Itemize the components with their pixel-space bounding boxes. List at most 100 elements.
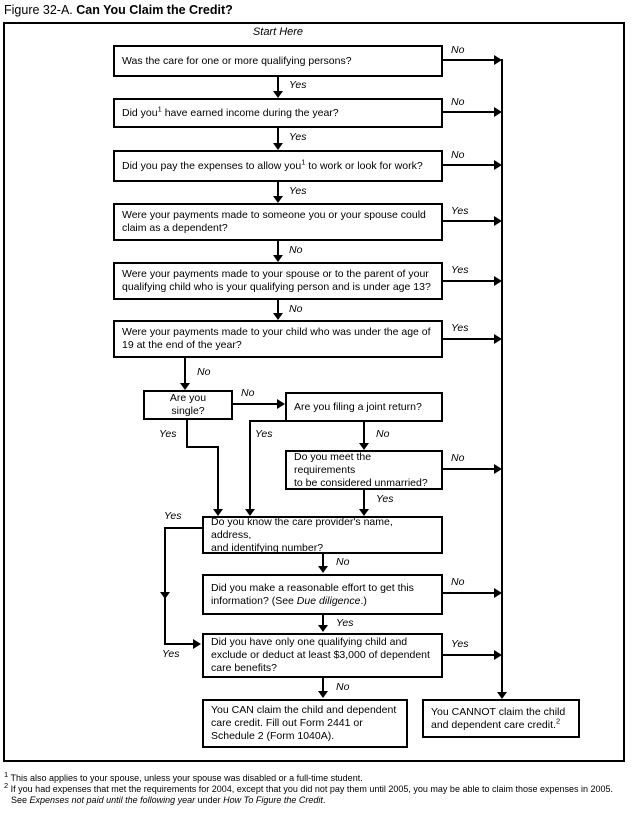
- box-result-can-claim-text: You CAN claim the child and dependent ca…: [211, 704, 397, 742]
- q2-footnote-ref: 1: [157, 104, 162, 113]
- cannot-text: You CANNOT claim the child and dependent…: [431, 705, 566, 731]
- edge-label-no: No: [289, 303, 303, 315]
- edge-label-no: No: [451, 44, 465, 56]
- arrow-down-icon: [273, 255, 283, 262]
- edge-label-no: No: [289, 244, 303, 256]
- edge-label-yes: Yes: [336, 617, 354, 629]
- start-here-label: Start Here: [252, 26, 304, 38]
- edge-label-no: No: [451, 149, 465, 161]
- connector-line: [363, 422, 365, 444]
- connector-line: [443, 111, 495, 113]
- connector-line: [443, 654, 495, 656]
- arrow-down-icon: [497, 692, 507, 699]
- box-payments-child-under19: Were your payments made to your child wh…: [113, 320, 443, 358]
- box-result-can-claim: You CAN claim the child and dependent ca…: [202, 699, 408, 748]
- box-earned-income-text: Did you1 have earned income during the y…: [122, 104, 339, 120]
- box-pay-expenses: Did you pay the expenses to allow you1 t…: [113, 150, 443, 182]
- footnote-2-period: .: [322, 794, 326, 805]
- edge-label-no: No: [336, 681, 350, 693]
- edge-label-yes: Yes: [289, 185, 307, 197]
- connector-line: [277, 182, 279, 197]
- footnote-2-marker: 2: [4, 781, 9, 790]
- connector-line: [186, 446, 219, 448]
- connector-line: [217, 446, 219, 509]
- arrow-down-icon: [160, 592, 170, 599]
- connector-line: [443, 468, 495, 470]
- q3-post: to work or look for work?: [305, 159, 423, 172]
- arrow-right-icon: [277, 399, 285, 409]
- edge-label-yes: Yes: [159, 428, 177, 440]
- arrow-down-icon: [273, 313, 283, 320]
- arrow-down-icon: [273, 91, 283, 98]
- connector-line: [443, 338, 495, 340]
- edge-label-yes: Yes: [451, 205, 469, 217]
- connector-line: [249, 420, 251, 509]
- arrow-down-icon: [213, 509, 223, 516]
- figure-heading: Can You Claim the Credit?: [76, 3, 233, 17]
- box-payments-child-under19-text: Were your payments made to your child wh…: [122, 326, 431, 351]
- arrow-right-icon: [494, 160, 502, 170]
- footnote-1-marker: 1: [4, 770, 9, 779]
- box-considered-unmarried: Do you meet the requirements to be consi…: [285, 450, 443, 490]
- collector-line: [501, 59, 503, 693]
- box-one-qualifying-child: Did you have only one qualifying child a…: [202, 633, 443, 678]
- q2-pre: Did you: [122, 106, 158, 119]
- edge-label-no: No: [376, 428, 390, 440]
- edge-label-no: No: [241, 387, 255, 399]
- box-payments-dependent-text: Were your payments made to someone you o…: [122, 209, 426, 234]
- footnote-1: 1 This also applies to your spouse, unle…: [4, 770, 628, 784]
- box-reasonable-effort: Did you make a reasonable effort to get …: [202, 574, 443, 615]
- q2-post: have earned income during the year?: [161, 106, 339, 119]
- arrow-down-icon: [359, 509, 369, 516]
- connector-line: [186, 420, 188, 448]
- box-joint-return: Are you filing a joint return?: [285, 392, 443, 422]
- edge-label-yes: Yes: [376, 493, 394, 505]
- footnote-2-under: under: [195, 794, 224, 805]
- box-payments-dependent: Were your payments made to someone you o…: [113, 203, 443, 241]
- arrow-right-icon: [494, 55, 502, 65]
- edge-label-yes: Yes: [255, 428, 273, 440]
- q11-post: .): [360, 594, 367, 607]
- footnote-2-ref-how-to-figure: How To Figure the Credit: [223, 794, 323, 805]
- box-payments-spouse-parent-text: Were your payments made to your spouse o…: [122, 268, 431, 293]
- footnote-1-text: This also applies to your spouse, unless…: [8, 773, 363, 783]
- arrow-down-icon: [318, 625, 328, 632]
- box-are-you-single: Are you single?: [143, 390, 233, 420]
- connector-line: [443, 280, 495, 282]
- figure-label: Figure 32-A.: [4, 3, 73, 17]
- connector-line: [322, 554, 324, 567]
- edge-label-no: No: [197, 366, 211, 378]
- connector-line: [164, 643, 195, 645]
- box-joint-return-text: Are you filing a joint return?: [294, 400, 422, 413]
- arrow-right-icon: [494, 650, 502, 660]
- arrow-down-icon: [318, 691, 328, 698]
- arrow-right-icon: [494, 216, 502, 226]
- arrow-right-icon: [494, 107, 502, 117]
- arrow-down-icon: [245, 509, 255, 516]
- q11-due-diligence: Due diligence: [296, 594, 361, 607]
- box-earned-income: Did you1 have earned income during the y…: [113, 98, 443, 128]
- arrow-right-icon: [494, 334, 502, 344]
- connector-line: [249, 420, 287, 422]
- arrow-down-icon: [359, 443, 369, 450]
- box-know-provider-text: Do you know the care provider's name, ad…: [211, 515, 393, 554]
- box-result-cannot-claim-text: You CANNOT claim the child and dependent…: [431, 706, 565, 732]
- connector-line: [233, 403, 278, 405]
- arrow-down-icon: [273, 143, 283, 150]
- edge-label-no: No: [451, 452, 465, 464]
- edge-label-no: No: [336, 556, 350, 568]
- edge-label-yes: Yes: [164, 510, 182, 522]
- connector-line: [164, 527, 166, 645]
- arrow-right-icon: [494, 588, 502, 598]
- connector-line: [277, 77, 279, 92]
- connector-line: [277, 300, 279, 314]
- footnote-2-text: If you had expenses that met the require…: [8, 784, 614, 794]
- connector-line: [165, 527, 202, 529]
- footnote-2-see: See: [11, 794, 30, 805]
- box-pay-expenses-text: Did you pay the expenses to allow you1 t…: [122, 158, 423, 173]
- box-payments-spouse-parent: Were your payments made to your spouse o…: [113, 262, 443, 300]
- footnote-2-ref-expenses: Expenses not paid until the following ye…: [29, 794, 196, 805]
- connector-line: [443, 220, 495, 222]
- box-qualifying-persons: Was the care for one or more qualifying …: [113, 45, 443, 77]
